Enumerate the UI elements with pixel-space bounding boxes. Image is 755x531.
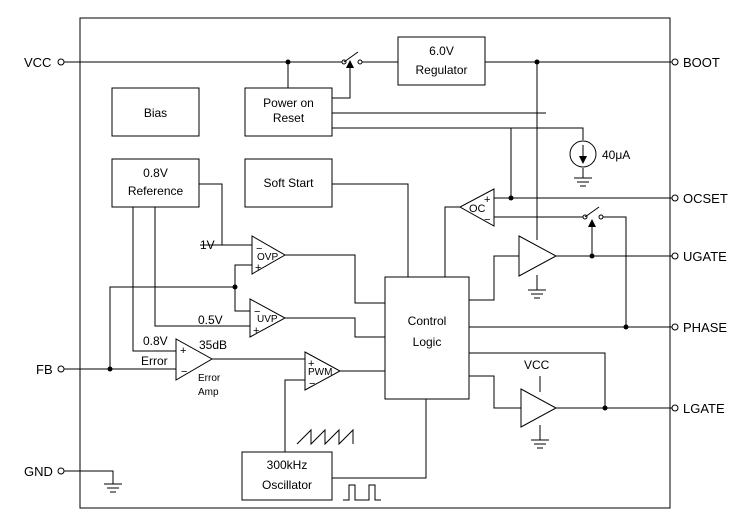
- pwm-comparator: + − PWM: [304, 351, 342, 391]
- vcc-switch: [341, 51, 363, 68]
- oscillator-block: 300kHz Oscillator: [241, 451, 333, 501]
- pin-fb: FB: [36, 362, 65, 377]
- junctions: [107, 59, 629, 411]
- lgate-driver: [520, 388, 558, 428]
- uvp-reference-label: 0.5V: [198, 313, 223, 327]
- pin-vcc: VCC: [24, 55, 65, 70]
- ovp-minus: −: [256, 243, 262, 255]
- oscillator-label: Oscillator: [262, 478, 312, 492]
- bias-label: Bias: [144, 106, 167, 120]
- regulator-voltage: 6.0V: [429, 44, 454, 58]
- pin-gnd: GND: [24, 464, 65, 479]
- ovp-reference-label: 1V: [200, 238, 215, 252]
- oscillator-frequency: 300kHz: [267, 458, 308, 472]
- gain-label: 35dB: [199, 338, 227, 352]
- pin-phase: PHASE: [671, 320, 727, 335]
- soft-start-label: Soft Start: [263, 176, 314, 190]
- sawtooth-waveform: [296, 428, 354, 446]
- current-source-label: 40μA: [602, 148, 630, 162]
- ovp-label: OVP: [257, 252, 278, 263]
- error-amp-label-line2: Amp: [198, 387, 219, 398]
- por-label-line1: Power on: [263, 96, 314, 110]
- control-logic-line1: Control: [408, 314, 447, 328]
- oc-minus: −: [484, 214, 490, 226]
- reference-block: 0.8V Reference: [111, 158, 200, 208]
- oc-comparator: + − OC: [458, 188, 495, 227]
- error-amp-minus: −: [181, 366, 187, 378]
- oc-plus: +: [484, 194, 490, 206]
- control-logic-line2: Logic: [413, 335, 442, 349]
- ovp-comparator: − + OVP: [251, 235, 287, 275]
- ic-outline: [79, 17, 671, 509]
- power-on-reset-block: Power on Reset: [244, 87, 333, 137]
- error-label: Error: [141, 354, 168, 368]
- pin-phase-label: PHASE: [683, 320, 727, 335]
- error-amp-plus: +: [180, 345, 186, 357]
- pin-fb-label: FB: [36, 362, 53, 377]
- ugate-driver: [518, 235, 558, 277]
- control-logic-block: Control Logic: [384, 276, 470, 400]
- ground-symbols: [104, 177, 592, 493]
- pin-ocset-label: OCSET: [683, 191, 728, 206]
- uvp-label: UVP: [257, 314, 278, 325]
- error-reference-label: 0.8V: [143, 334, 168, 348]
- regulator-label: Regulator: [415, 63, 467, 77]
- current-source: 40μA: [569, 140, 630, 168]
- pin-boot-label: BOOT: [683, 55, 720, 70]
- bias-block: Bias: [111, 87, 200, 137]
- pin-lgate: LGATE: [671, 401, 725, 416]
- pwm-plus: +: [308, 358, 314, 370]
- pin-gnd-label: GND: [24, 464, 53, 479]
- pin-lgate-label: LGATE: [683, 401, 725, 416]
- soft-start-block: Soft Start: [244, 158, 333, 208]
- uvp-comparator: − + UVP: [249, 298, 287, 338]
- ovp-plus: +: [255, 262, 261, 274]
- uvp-plus: +: [253, 325, 259, 337]
- uvp-minus: −: [254, 306, 260, 318]
- error-amp-label-line1: Error: [198, 373, 221, 384]
- reference-label: Reference: [128, 184, 184, 198]
- lgate-vcc-label: VCC: [524, 358, 550, 372]
- pin-ugate-label: UGATE: [683, 249, 727, 264]
- oc-label: OC: [469, 203, 486, 215]
- pin-ocset: OCSET: [671, 191, 728, 206]
- pwm-label: PWM: [308, 367, 332, 378]
- pulse-waveform: [343, 484, 381, 501]
- pin-boot: BOOT: [671, 55, 720, 70]
- ugate-switch: [582, 206, 604, 227]
- reference-voltage: 0.8V: [143, 166, 168, 180]
- regulator-block: 6.0V Regulator: [397, 36, 486, 86]
- error-amplifier: + −: [175, 338, 214, 381]
- pin-ugate: UGATE: [671, 249, 727, 264]
- por-label-line2: Reset: [273, 111, 305, 125]
- wires: [64, 61, 672, 484]
- pwm-minus: −: [309, 378, 315, 390]
- pin-vcc-label: VCC: [24, 55, 51, 70]
